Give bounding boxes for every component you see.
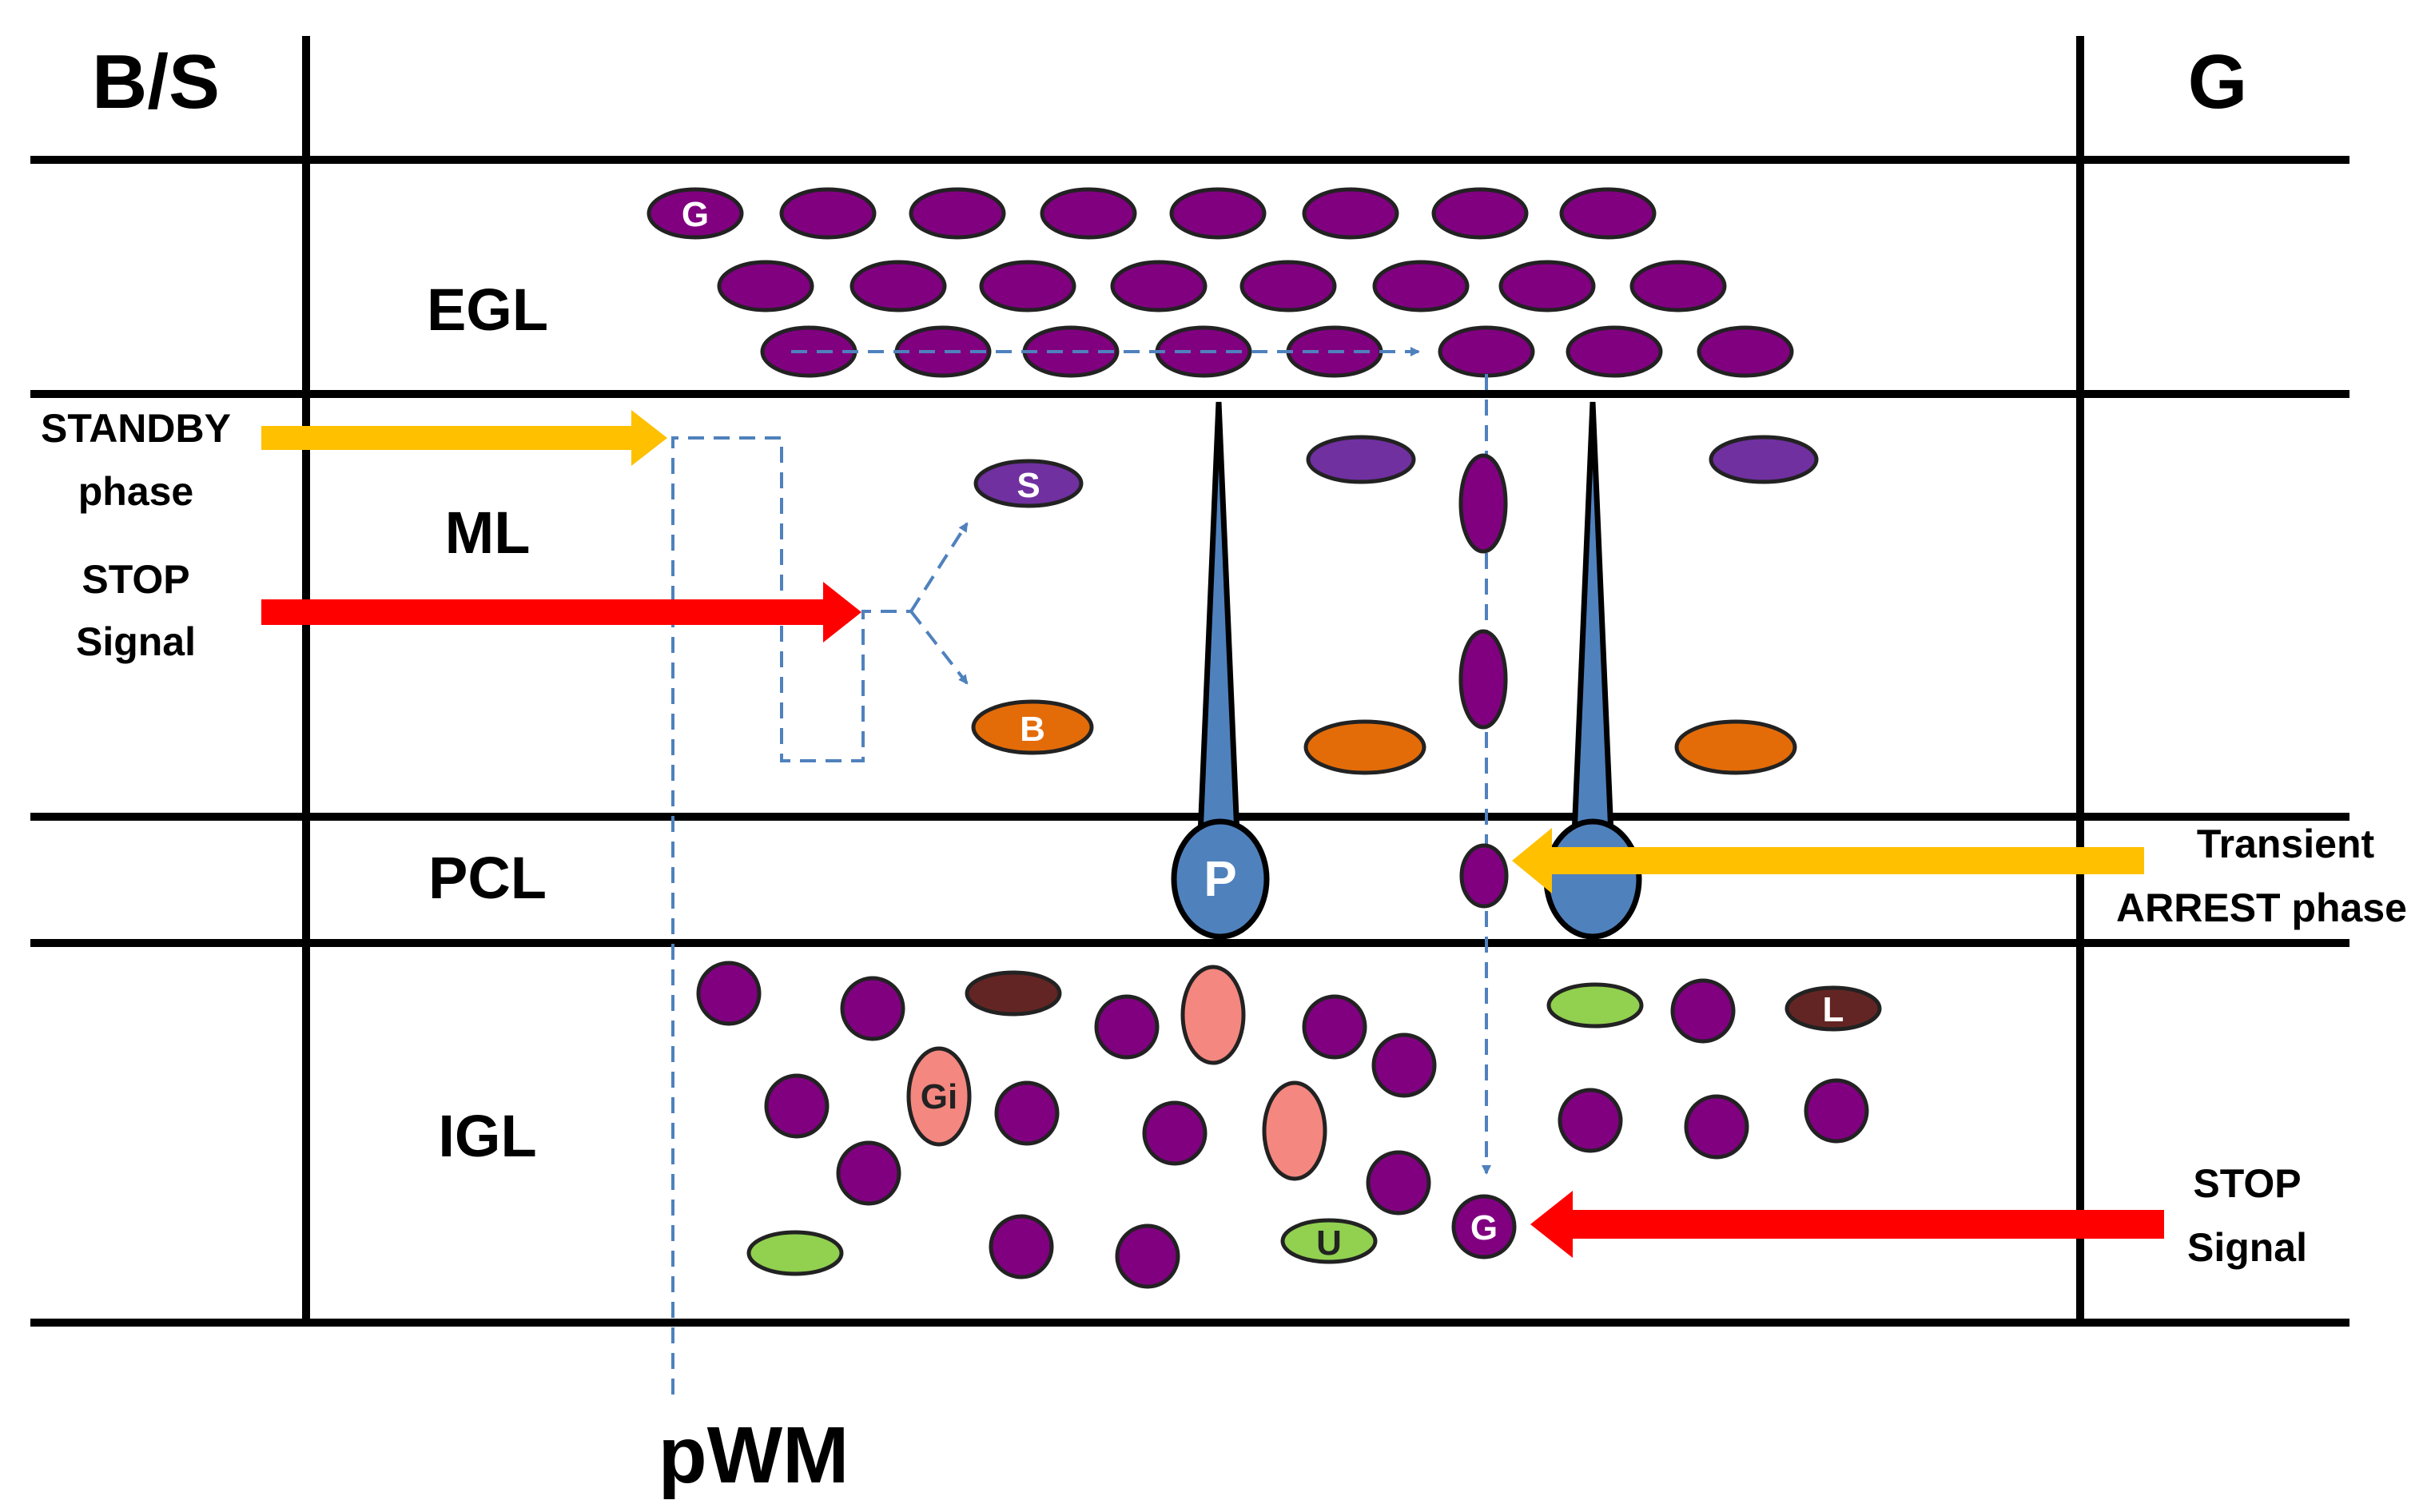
pcl-migrating-granule-cell: [1459, 843, 1509, 909]
purkinje-dendrite: [1571, 401, 1614, 838]
granule-cell: [1239, 260, 1337, 312]
transient-label-line1: Transient: [2197, 822, 2375, 866]
igl-granule-cell: [1684, 1094, 1749, 1160]
pwm-label: pWM: [658, 1411, 849, 1500]
purkinje-cell-body: [1171, 818, 1270, 940]
unipolar-brush-cell: [746, 1230, 844, 1276]
purkinje-dendrite: [1197, 401, 1240, 838]
lugaro-cell: [965, 970, 1062, 1017]
igl-granule-cell: [1558, 1088, 1623, 1153]
unipolar-brush-label: U: [1316, 1224, 1342, 1263]
igl-granule-cell: [1371, 1033, 1437, 1098]
stop-arrow-left: [261, 582, 861, 643]
purkinje-label: P: [1204, 852, 1236, 907]
igl-granule-cell: [840, 976, 905, 1041]
granule-cell: [1169, 187, 1267, 240]
igl-granule-cell: [696, 961, 762, 1026]
stellate-label: S: [1017, 466, 1040, 505]
layer-label-pcl: PCL: [428, 845, 547, 911]
granule-cell: [779, 187, 877, 240]
igl-granule-cell: [1366, 1150, 1431, 1216]
granule-cell: [979, 260, 1076, 312]
golgi-label: Gi: [921, 1077, 957, 1116]
igl-granule-cell: [1115, 1224, 1180, 1289]
standby-label-line2: phase: [78, 469, 194, 514]
transient-label-line2: ARREST phase: [2116, 885, 2407, 930]
granule-cell: [760, 325, 857, 378]
unipolar-brush-cell: [1546, 982, 1644, 1029]
stop-left-label-line2: Signal: [76, 619, 196, 664]
golgi-cell: [906, 1046, 972, 1147]
purkinje-cells: [1171, 401, 1642, 940]
ml-cells: [971, 435, 1819, 775]
golgi-cell: [1262, 1080, 1327, 1181]
golgi-cell: [1180, 965, 1246, 1065]
igl-granule-cell: [1142, 1100, 1208, 1166]
ml-interneuron: [1306, 435, 1416, 484]
egl-granule-cells: [647, 187, 1794, 378]
layer-label-igl: IGL: [438, 1103, 536, 1169]
transient-arrest-arrow: [1512, 828, 2144, 893]
stop-right-label-line1: STOP: [2193, 1161, 2301, 1206]
igl-granule-cell: [989, 1214, 1054, 1279]
igl-granule-cell: [994, 1080, 1060, 1146]
igl-granule-cell: [1302, 994, 1367, 1060]
column-header-g: G: [2188, 39, 2248, 125]
granule-cell: [1438, 325, 1535, 378]
igl-granule-cell: [836, 1140, 901, 1206]
ml-basket: [1303, 719, 1426, 775]
granule-cell: [1559, 187, 1657, 240]
column-header-bs: B/S: [92, 39, 220, 125]
granule-cell: [1040, 187, 1137, 240]
layer-label-egl: EGL: [427, 277, 548, 343]
egl-granule-label: G: [682, 195, 709, 234]
igl-granule-cell: [1670, 978, 1736, 1044]
granule-cell: [849, 260, 947, 312]
granule-cell: [909, 187, 1006, 240]
arrested-granule-cell: [1451, 1194, 1517, 1259]
ml-basket: [1674, 719, 1797, 775]
stop-right-label-line2: Signal: [2187, 1225, 2307, 1270]
granule-cell: [1498, 260, 1596, 312]
interneuron-migration-path: [671, 436, 969, 1395]
igl-granule-cell: [1094, 994, 1160, 1060]
basket-cell: [971, 699, 1094, 755]
lugaro-cell: [1784, 985, 1882, 1032]
igl-granule-cell: [1804, 1078, 1869, 1144]
igl-granule-cell: [764, 1073, 830, 1139]
lugaro-label: L: [1823, 990, 1844, 1029]
stop-arrow-right: [1530, 1191, 2164, 1258]
granule-cell: [717, 260, 814, 312]
granule-cell: [647, 187, 744, 240]
granule-cell: [1697, 325, 1794, 378]
stop-left-label-line1: STOP: [82, 557, 189, 602]
igl-granule-label: G: [1470, 1208, 1498, 1247]
ml-interneuron: [1709, 435, 1819, 484]
stellate-cell: [973, 459, 1084, 508]
migrating-granule-cell: [1458, 453, 1508, 554]
layer-grid: [30, 36, 2349, 1327]
granule-cell: [1110, 260, 1208, 312]
granule-cell: [1431, 187, 1529, 240]
layer-label-ml: ML: [445, 499, 531, 566]
granule-cell: [1629, 260, 1727, 312]
granule-cell: [1566, 325, 1663, 378]
standby-arrow: [261, 410, 667, 466]
migrating-granule-cell: [1458, 629, 1508, 730]
granule-cell: [1302, 187, 1399, 240]
purkinje-cell-body: [1543, 818, 1642, 940]
granule-cell: [1372, 260, 1470, 312]
standby-label-line1: STANDBY: [41, 406, 231, 451]
igl-cells: [696, 961, 1882, 1289]
basket-label: B: [1020, 710, 1045, 749]
unipolar-brush-cell: [1280, 1218, 1378, 1264]
